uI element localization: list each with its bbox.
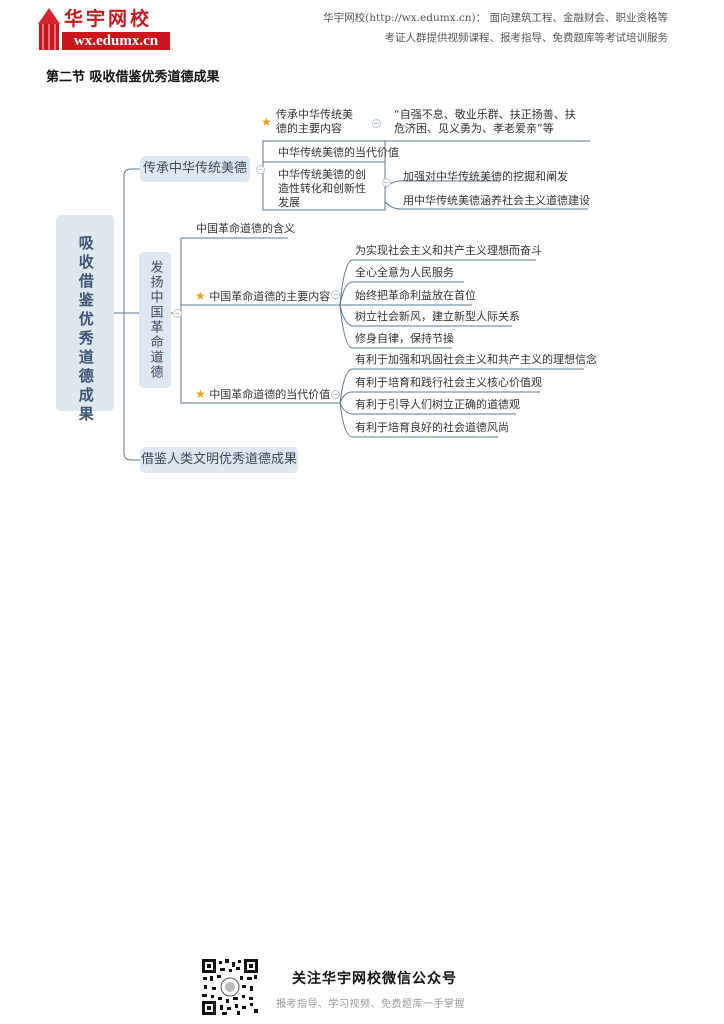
mindmap-connectors	[114, 140, 590, 461]
logo-title: 华宇网校	[64, 8, 153, 30]
node-virtues-detail[interactable]: “自强不息、敬业乐群、扶正扬善、扶危济困、见义勇为、孝老爱亲”等	[394, 108, 576, 135]
wechat-qr-code[interactable]	[202, 959, 258, 1015]
value-item-1[interactable]: 有利于加强和巩固社会主义和共产主义的理想信念	[355, 353, 597, 366]
branch-inherit-traditional-virtues[interactable]: 传承中华传统美德	[140, 156, 250, 182]
collapse-toggle-transformation[interactable]	[382, 178, 391, 187]
node-creative-transformation[interactable]: 中华传统美德的创造性转化和创新性发展	[278, 168, 366, 209]
branch-human-civilization-morality[interactable]: 借鉴人类文明优秀道德成果	[140, 447, 298, 473]
collapse-toggle-content[interactable]	[372, 119, 381, 128]
value-item-4[interactable]: 有利于培育良好的社会道德风尚	[355, 421, 509, 434]
root-label: 吸收借鉴优秀道德成果	[76, 235, 95, 425]
node-traditional-virtues-content[interactable]: ★ 传承中华传统美德的主要内容	[261, 108, 353, 135]
mindmap-root-node[interactable]: 吸收借鉴优秀道德成果	[56, 215, 114, 425]
collapse-toggle-revolutionary-content[interactable]	[331, 290, 340, 299]
star-icon: ★	[195, 289, 206, 303]
node-contemporary-value[interactable]: 中华传统美德的当代价值	[278, 146, 399, 159]
content-item-1[interactable]: 为实现社会主义和共产主义理想而奋斗	[355, 244, 542, 257]
node-revolutionary-value[interactable]: ★ 中国革命道德的当代价值	[195, 387, 331, 401]
star-icon: ★	[195, 387, 206, 401]
footer-title: 关注华宇网校微信公众号	[292, 971, 457, 987]
section-title: 第二节 吸收借鉴优秀道德成果	[46, 70, 220, 85]
node-transformation-1[interactable]: 加强对中华传统美德的挖掘和阐发	[403, 170, 568, 183]
collapse-toggle-revolutionary-value[interactable]	[331, 390, 340, 399]
pencil-logo-icon	[38, 8, 60, 50]
value-item-3[interactable]: 有利于引导人们树立正确的道德观	[355, 398, 520, 411]
node-transformation-2[interactable]: 用中华传统美德涵养社会主义道德建设	[403, 194, 590, 207]
content-item-4[interactable]: 树立社会新风，建立新型人际关系	[355, 310, 520, 323]
slogan-line-1: 华宇网校(http://wx.edumx.cn)： 面向建筑工程、金融财会、职业…	[323, 12, 668, 24]
node-revolutionary-meaning[interactable]: 中国革命道德的含义	[196, 222, 295, 235]
footer-subtitle: 报考指导、学习视频、免费题库一手掌握	[276, 999, 465, 1010]
branch2-label: 发扬中国革命道德	[147, 260, 163, 380]
content-item-3[interactable]: 始终把革命利益放在首位	[355, 289, 476, 302]
branch-revolutionary-morality[interactable]: 发扬中国革命道德	[139, 252, 171, 388]
content-item-5[interactable]: 修身自律，保持节操	[355, 332, 454, 345]
value-item-2[interactable]: 有利于培育和践行社会主义核心价值观	[355, 376, 542, 389]
node-revolutionary-content[interactable]: ★ 中国革命道德的主要内容	[195, 289, 331, 303]
content-item-2[interactable]: 全心全意为人民服务	[355, 266, 454, 279]
collapse-toggle-branch1[interactable]	[256, 165, 265, 174]
star-icon: ★	[261, 115, 272, 129]
site-logo[interactable]: 华宇网校 wx.edumx.cn	[38, 8, 170, 50]
slogan-line-2: 考证人群提供视频课程、报考指导、免费题库等考试培训服务	[384, 32, 669, 44]
collapse-toggle-branch2[interactable]	[173, 309, 182, 318]
logo-url: wx.edumx.cn	[62, 32, 170, 50]
